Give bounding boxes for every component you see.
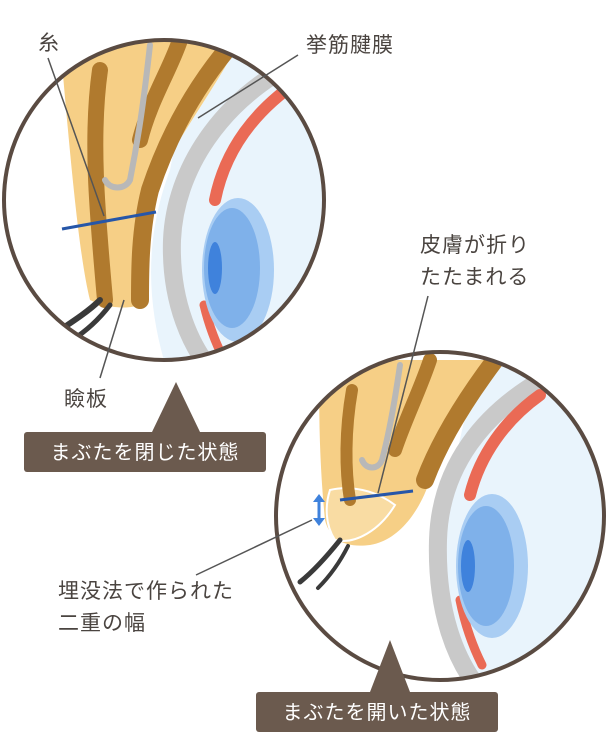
label-fold-width-2: 二重の幅	[58, 611, 146, 635]
skin-fold	[325, 487, 397, 542]
iris	[208, 242, 222, 294]
open-circle-frame	[274, 350, 606, 682]
label-skin-folds-2: たたまれる	[420, 265, 530, 289]
tendon-hook	[102, 42, 153, 191]
closed-caption-pointer	[152, 382, 200, 432]
label-fold-width-1: 埋没法で作られた	[58, 579, 234, 603]
label-tarsal-plate: 瞼板	[64, 387, 108, 411]
fold-width-leader	[195, 519, 313, 576]
levator-leader	[197, 54, 299, 119]
open-caption-pointer	[370, 640, 410, 692]
thread-leader	[47, 57, 105, 217]
skin-fold-leader	[377, 295, 429, 494]
caption-eyelid-closed: まぶたを閉じた状態	[24, 432, 266, 472]
tarsal-leader	[99, 299, 125, 379]
thread-line	[61, 210, 157, 231]
levator-muscle	[131, 40, 244, 309]
sclera-arc	[162, 51, 305, 360]
tarsal-plate-shape	[87, 62, 113, 308]
open-eyelid-illustration	[274, 350, 606, 682]
label-levator-aponeurosis: 挙筋腱膜	[306, 33, 394, 57]
caption-eyelid-open: まぶたを開いた状態	[256, 692, 498, 732]
closed-eyelid-illustration	[2, 38, 326, 362]
label-thread: 糸	[38, 31, 60, 55]
closed-circle-frame	[2, 38, 326, 362]
label-skin-folds-1: 皮膚が折り	[420, 233, 530, 257]
